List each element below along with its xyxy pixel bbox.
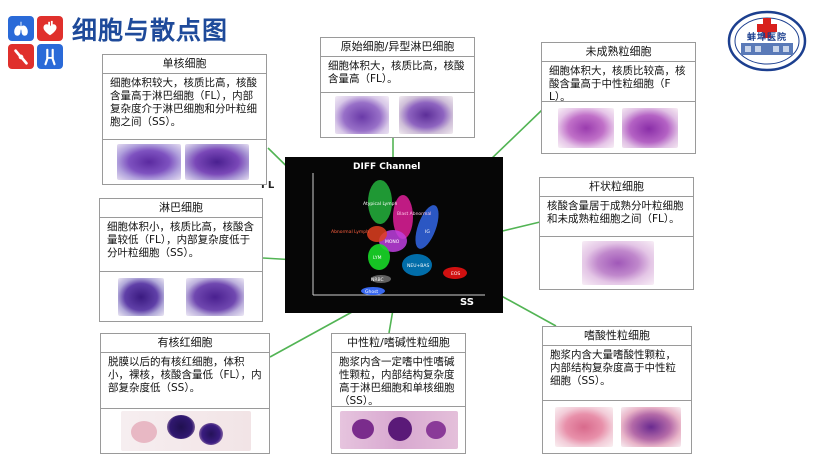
population-nrbc — [371, 275, 391, 283]
card-immature-granulocyte: 未成熟粒细胞 细胞体积大，核质比较高，核酸含量高于中性粒细胞（FL）。 — [541, 42, 696, 154]
joint-bone-icon — [8, 44, 34, 69]
label-eos: EOS — [451, 271, 460, 277]
heart-organ-icon — [37, 16, 63, 41]
monocyte-image — [185, 144, 249, 180]
population-ghost — [361, 287, 385, 295]
diff-channel-scatter: DIFF Channel Atypical Lymph Blast Abnorm… — [285, 157, 503, 313]
population-abnormal — [367, 226, 387, 242]
neutrophil-basophil-image — [340, 411, 458, 449]
label-blast: Blast Abnormal — [397, 211, 431, 217]
label-ghost: Ghost — [365, 289, 378, 295]
card-cell-images — [100, 272, 262, 321]
card-eosinophil: 嗜酸性粒细胞 胞浆内含大量嗜酸性颗粒，内部结构复杂度高于中性粒细胞（SS）。 — [542, 326, 692, 454]
card-cell-images — [101, 409, 269, 453]
card-cell-images — [332, 407, 465, 453]
card-description: 细胞体积小，核质比高，核酸含量较低（FL），内部复杂度低于分叶粒细胞（SS）。 — [100, 218, 262, 272]
card-cell-images — [321, 93, 474, 137]
blast-image — [335, 96, 389, 134]
card-cell-images — [542, 102, 695, 154]
card-neutrophil-basophil: 中性粒/嗜碱性粒细胞 胞浆内含一定嗜中性嗜碱性颗粒，内部结构复杂度高于淋巴细胞和… — [331, 333, 466, 454]
label-atypical: Atypical Lymph — [363, 201, 397, 207]
card-description: 核酸含量居于成熟分叶粒细胞和未成熟粒细胞之间（FL）。 — [540, 197, 693, 237]
label-abnormal: Abnormal Lymph — [331, 229, 369, 235]
card-cell-images — [103, 140, 266, 184]
population-neu-bas — [402, 254, 432, 276]
card-description: 胞浆内含一定嗜中性嗜碱性颗粒，内部结构复杂度高于淋巴细胞和单核细胞（SS）。 — [332, 353, 465, 407]
label-lym: LYM — [373, 255, 382, 261]
population-blast — [393, 195, 413, 239]
card-description: 细胞体积大，核质比较高，核酸含量高于中性粒细胞（FL）。 — [542, 62, 695, 102]
label-ig: IG — [425, 229, 430, 235]
eosinophil-image — [555, 407, 613, 447]
monocyte-image — [117, 144, 181, 180]
population-lym — [368, 244, 390, 270]
card-title: 嗜酸性粒细胞 — [543, 327, 691, 346]
card-title: 单核细胞 — [103, 55, 266, 74]
card-title: 淋巴细胞 — [100, 199, 262, 218]
population-eos — [443, 267, 467, 279]
label-mono: MONO — [385, 239, 400, 245]
nrbc-image — [121, 411, 251, 451]
red-cross-icon — [757, 18, 777, 38]
eosinophil-image — [621, 407, 681, 447]
card-title: 中性粒/嗜碱性粒细胞 — [332, 334, 465, 353]
fl-axis-label: FL — [261, 180, 275, 191]
lymphocyte-image — [186, 278, 244, 316]
slide-title: 细胞与散点图 — [72, 16, 229, 45]
population-atypical — [368, 180, 392, 224]
card-title: 有核红细胞 — [101, 334, 269, 353]
card-band-neutrophil: 杆状粒细胞 核酸含量居于成熟分叶粒细胞和未成熟粒细胞之间（FL）。 — [539, 177, 694, 290]
population-ig — [415, 205, 439, 249]
card-description: 细胞体积较大，核质比高，核酸含量高于淋巴细胞（FL），内部复杂度介于淋巴细胞和分… — [103, 74, 266, 140]
ss-axis-label: SS — [460, 297, 474, 308]
card-cell-images — [543, 401, 691, 453]
band-neutrophil-image — [582, 241, 654, 285]
card-description: 细胞体积大，核质比高，核酸含量高（FL）。 — [321, 57, 474, 93]
lymphocyte-image — [118, 278, 164, 316]
card-cell-images — [540, 237, 693, 289]
hospital-logo: 蚌埠医院 — [727, 10, 807, 72]
card-description: 脱膜以后的有核红细胞，体积小，裸核，核酸含量低（FL），内部复杂度低（SS）。 — [101, 353, 269, 409]
scatter-title: DIFF Channel — [353, 162, 420, 172]
label-neu-bas: NEU+BAS — [407, 263, 429, 269]
card-title: 原始细胞/异型淋巴细胞 — [321, 38, 474, 57]
immature-granulocyte-image — [558, 108, 614, 148]
card-monocyte: 单核细胞 细胞体积较大，核质比高，核酸含量高于淋巴细胞（FL），内部复杂度介于淋… — [102, 54, 267, 185]
hospital-logo-text: 蚌埠医院 — [746, 33, 787, 43]
lungs-icon — [8, 16, 34, 41]
card-blast: 原始细胞/异型淋巴细胞 细胞体积大，核质比高，核酸含量高（FL）。 — [320, 37, 475, 138]
organ-icon-grid — [8, 16, 64, 70]
card-title: 未成熟粒细胞 — [542, 43, 695, 62]
immature-granulocyte-image — [622, 108, 678, 148]
blast-image — [399, 96, 453, 134]
leg-bone-icon — [37, 44, 63, 69]
card-title: 杆状粒细胞 — [540, 178, 693, 197]
card-lymphocyte: 淋巴细胞 细胞体积小，核质比高，核酸含量较低（FL），内部复杂度低于分叶粒细胞（… — [99, 198, 263, 322]
card-description: 胞浆内含大量嗜酸性颗粒，内部结构复杂度高于中性粒细胞（SS）。 — [543, 346, 691, 401]
label-nrbc: NRBC — [371, 277, 384, 283]
card-nrbc: 有核红细胞 脱膜以后的有核红细胞，体积小，裸核，核酸含量低（FL），内部复杂度低… — [100, 333, 270, 454]
